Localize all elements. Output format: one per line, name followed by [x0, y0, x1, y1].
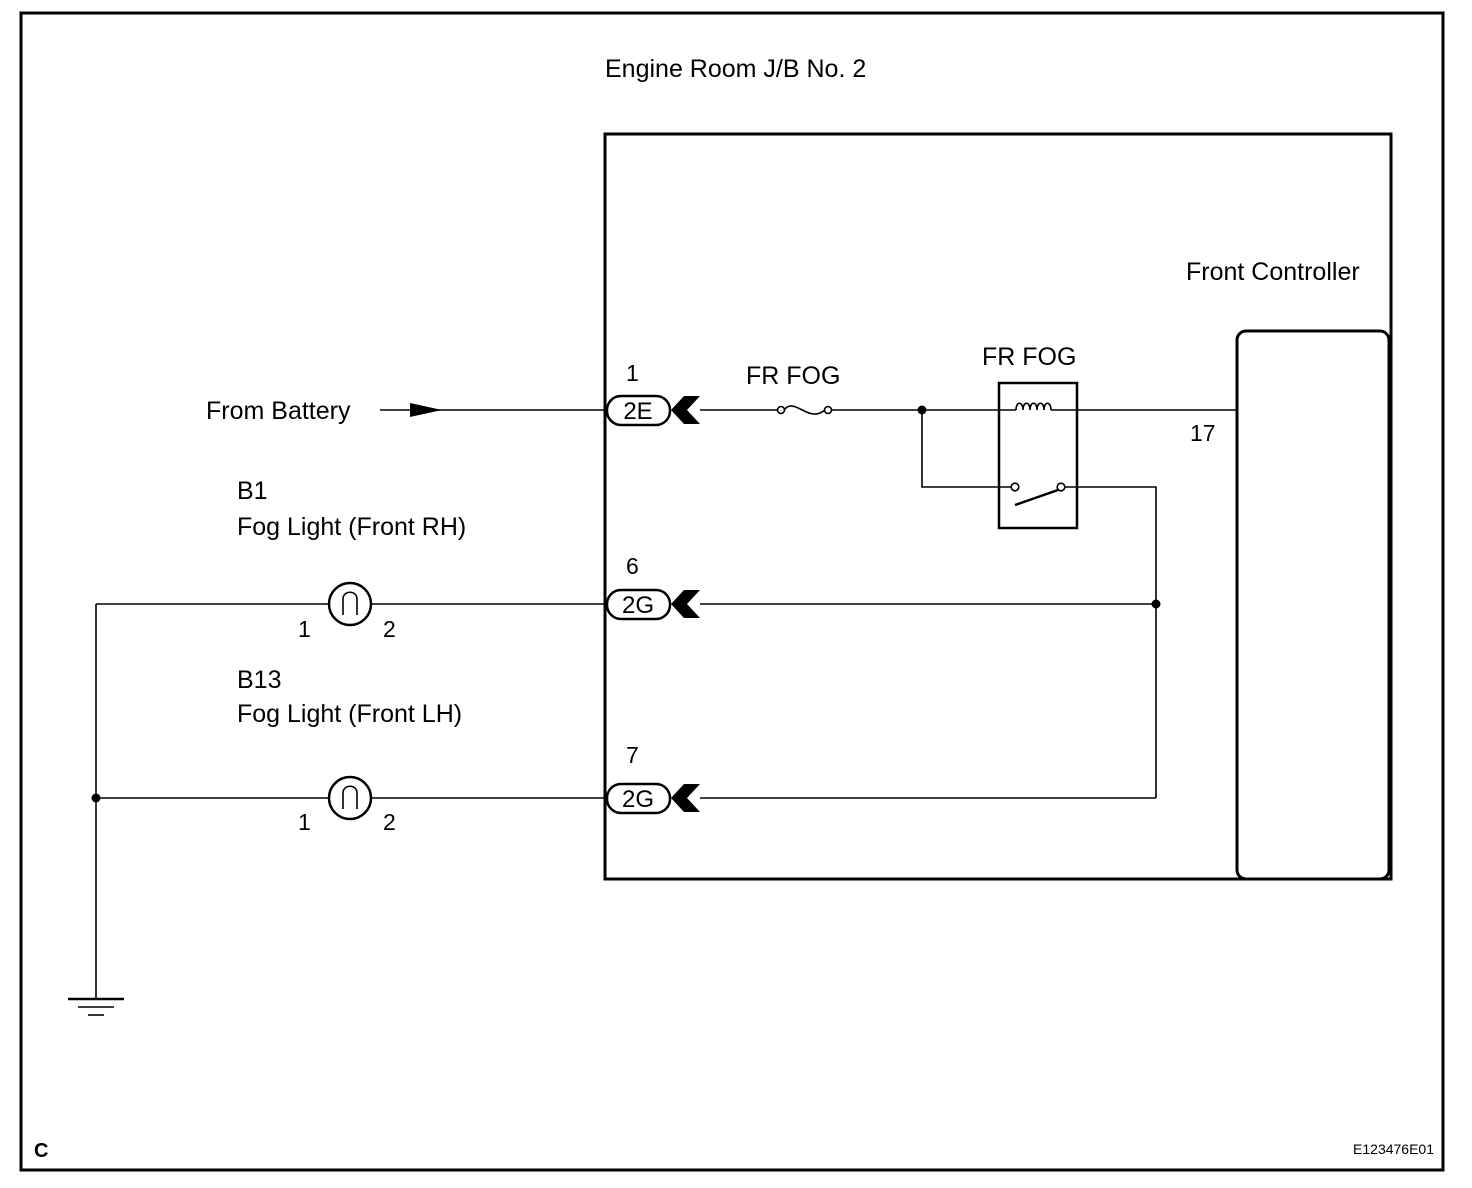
- connector-2e-chevron-icon: [671, 396, 700, 424]
- fog-light-lh-pin2: 2: [383, 809, 396, 835]
- figure-code: E123476E01: [1353, 1141, 1434, 1157]
- bulb-icon-2: [327, 775, 373, 821]
- junction-block-title: Engine Room J/B No. 2: [605, 55, 866, 83]
- front-controller-label: Front Controller: [1186, 258, 1360, 286]
- connector-2g-pin6-badge: [605, 588, 672, 621]
- relay-switch-out-wire: [1065, 486, 1157, 798]
- connector-2g-pin7: 7 2G: [605, 742, 700, 815]
- connector-2g-pin7-badge: [605, 782, 672, 815]
- fog-light-rh-name: Fog Light (Front RH): [237, 513, 466, 541]
- relay-box: [997, 381, 1079, 530]
- relay-switch-in-wire: [921, 410, 1011, 488]
- corner-letter: C: [34, 1140, 48, 1162]
- connector-2g-pin6: 6 2G: [605, 553, 700, 621]
- connector-2g-pin6-chevron-icon: [671, 590, 700, 618]
- front-controller-pin: 17: [1190, 420, 1216, 446]
- relay-coil-icon: [1015, 402, 1052, 411]
- front-controller-box: [1235, 329, 1391, 881]
- connector-2g-pin7-chevron-icon: [671, 784, 700, 812]
- fog-light-rh-id: B1: [237, 477, 268, 505]
- battery-arrow-icon: [410, 403, 442, 417]
- connector-2e-code: 2E: [623, 398, 652, 425]
- fog-light-lh-name: Fog Light (Front LH): [237, 700, 462, 728]
- fuse-icon: [776, 405, 833, 415]
- outer-frame: [19, 11, 1445, 1172]
- fog-light-lh-id: B13: [237, 666, 281, 694]
- bulb-icon: [327, 581, 373, 627]
- switch-contact-icon-2: [1056, 482, 1066, 492]
- connector-2g-pin7-code: 2G: [622, 786, 654, 813]
- relay-label: FR FOG: [982, 343, 1076, 371]
- battery-label: From Battery: [206, 397, 351, 425]
- connector-2e: 1 2E: [605, 360, 700, 427]
- fog-light-lh-pin1: 1: [298, 809, 311, 835]
- connector-2e-pin: 1: [626, 360, 639, 386]
- splice-dot-icon-3: [91, 793, 101, 803]
- switch-contact-icon: [1010, 482, 1020, 492]
- connector-2e-badge: [605, 394, 672, 427]
- fog-light-rh-pin1: 1: [298, 616, 311, 642]
- junction-block-box: [603, 132, 1393, 881]
- ground-icon: [68, 997, 124, 1016]
- connector-2g-pin7-pin: 7: [626, 742, 639, 768]
- connector-2g-pin6-code: 2G: [622, 592, 654, 619]
- connector-2g-pin6-pin: 6: [626, 553, 639, 579]
- fuse-label: FR FOG: [746, 362, 840, 390]
- switch-blade-icon: [1014, 488, 1059, 507]
- fog-light-rh-pin2: 2: [383, 616, 396, 642]
